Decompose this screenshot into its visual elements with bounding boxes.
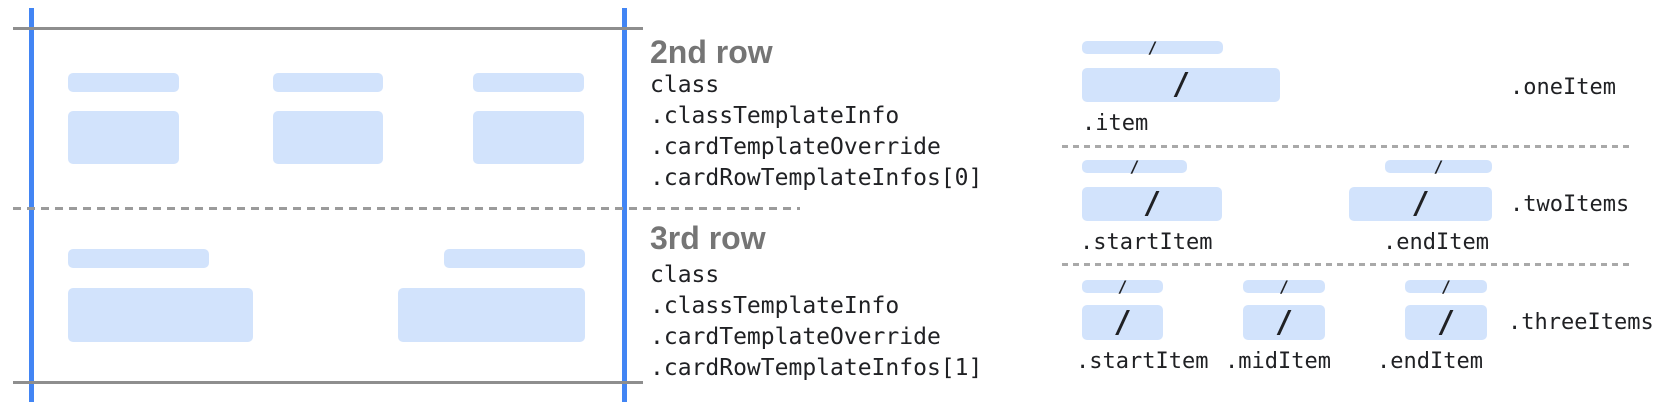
row2-col3-label-placeholder — [473, 73, 584, 92]
one-item-label-placeholder: / — [1082, 39, 1223, 55]
two-items-start-label: .startItem — [1080, 230, 1213, 255]
three-items-start-label: .startItem — [1076, 349, 1209, 374]
one-item-value-placeholder: / — [1082, 68, 1280, 102]
two-items-end-value-placeholder: / — [1349, 187, 1492, 221]
three-items-mid-value-placeholder: / — [1243, 305, 1325, 340]
three-items-end-label: .endItem — [1377, 349, 1483, 374]
variant-divider-dashed-line — [1062, 145, 1630, 148]
row2-heading: 2nd row — [650, 34, 773, 70]
card-bottom-edge-guide — [13, 381, 643, 384]
two-items-start-label-placeholder: / — [1082, 158, 1187, 174]
row3-class-path-line: .classTemplateInfo — [650, 293, 900, 319]
row2-class-path-line: .cardRowTemplateInfos[0] — [650, 165, 983, 191]
variant-divider-dashed-line — [1062, 263, 1630, 266]
card-top-edge-guide — [13, 27, 643, 30]
row2-col1-label-placeholder — [68, 73, 179, 92]
row3-class-path-line: .cardRowTemplateInfos[1] — [650, 355, 983, 381]
row2-class-path: class .classTemplateInfo .cardTemplateOv… — [650, 70, 982, 194]
three-items-start-label-placeholder: / — [1082, 278, 1163, 294]
three-items-end-value-placeholder: / — [1405, 305, 1487, 340]
row3-start-value-placeholder — [68, 288, 253, 342]
row2-class-path-line: class — [650, 72, 720, 98]
row3-end-value-placeholder — [398, 288, 585, 342]
row3-class-path: class .classTemplateInfo .cardTemplateOv… — [650, 260, 982, 384]
row3-class-path-line: .cardTemplateOverride — [650, 324, 941, 350]
two-items-start-value-placeholder: / — [1082, 187, 1222, 221]
row2-class-path-line: .cardTemplateOverride — [650, 134, 941, 160]
row2-col2-label-placeholder — [273, 73, 383, 92]
three-items-mid-label: .midItem — [1225, 349, 1331, 374]
row2-col1-value-placeholder — [68, 111, 179, 164]
two-items-group-label: .twoItems — [1510, 192, 1630, 217]
three-items-end-label-placeholder: / — [1405, 278, 1487, 294]
row-divider-dashed-line — [13, 207, 800, 210]
one-item-group-label: .oneItem — [1510, 75, 1616, 100]
row2-col3-value-placeholder — [473, 111, 584, 164]
three-items-start-value-placeholder: / — [1082, 305, 1163, 340]
card-left-edge-guide — [29, 8, 34, 402]
card-right-edge-guide — [622, 8, 627, 402]
row3-heading: 3rd row — [650, 220, 766, 256]
row3-start-label-placeholder — [68, 249, 209, 268]
three-items-group-label: .threeItems — [1508, 310, 1654, 335]
one-item-item-label: .item — [1082, 111, 1149, 136]
row2-col2-value-placeholder — [273, 111, 383, 164]
row2-class-path-line: .classTemplateInfo — [650, 103, 900, 129]
row3-class-path-line: class — [650, 262, 720, 288]
row3-end-label-placeholder — [444, 249, 585, 268]
three-items-mid-label-placeholder: / — [1243, 278, 1325, 294]
two-items-end-label-placeholder: / — [1385, 158, 1492, 174]
two-items-end-label: .endItem — [1383, 230, 1489, 255]
